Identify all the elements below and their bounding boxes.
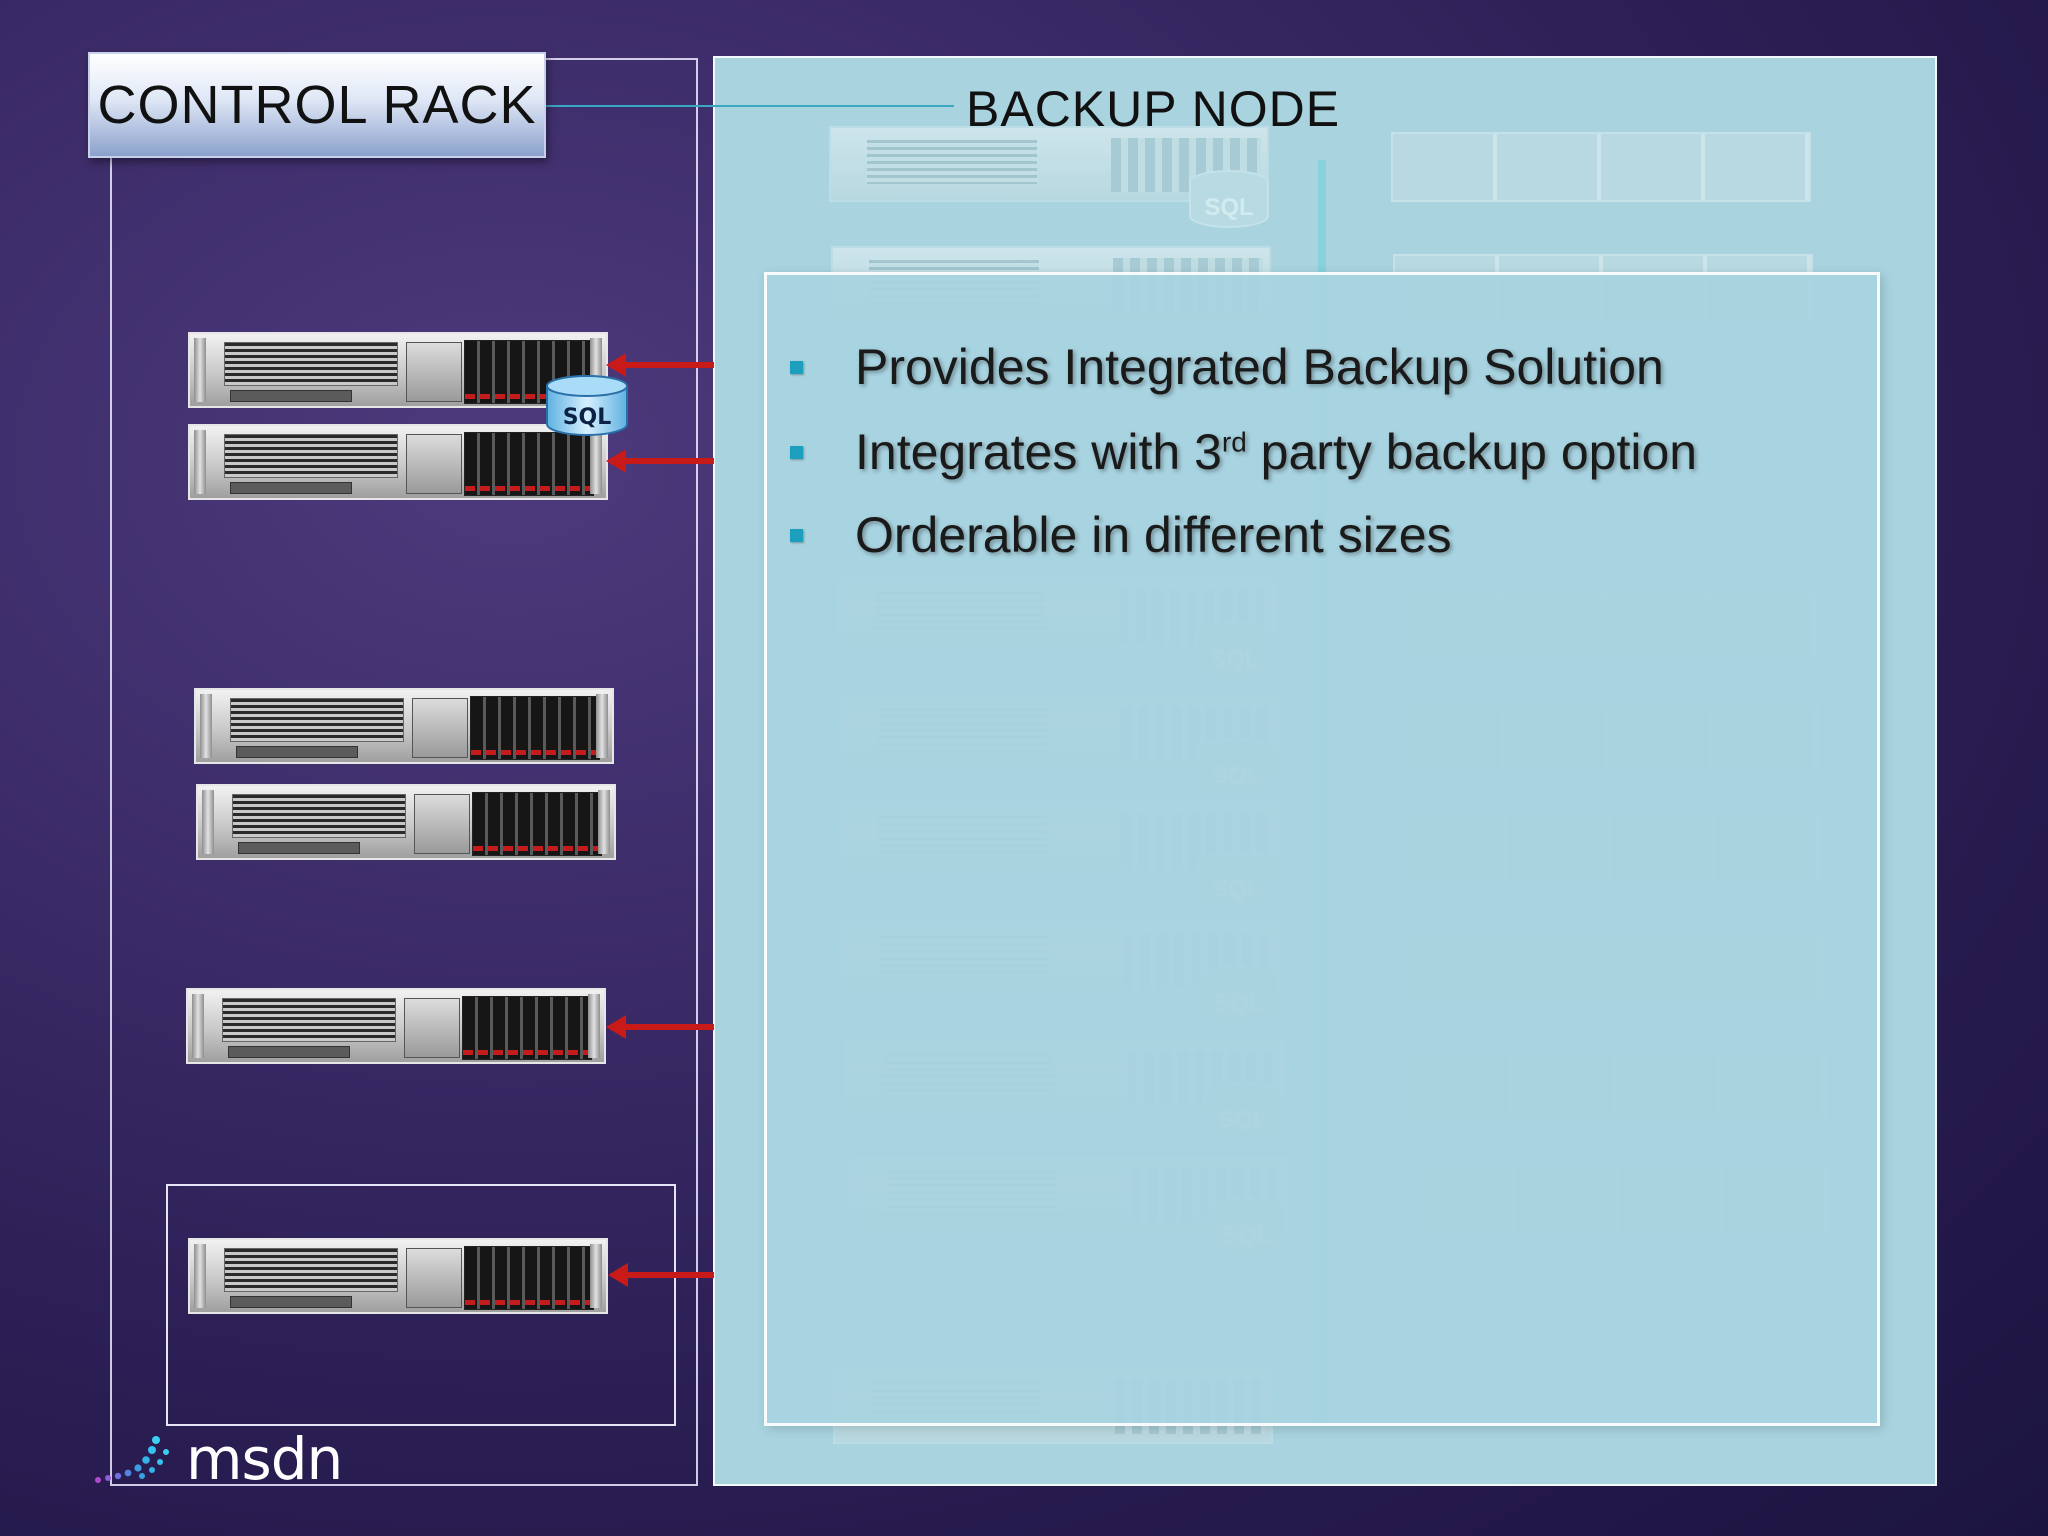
bullet-text-3: Orderable in different sizes xyxy=(855,507,1452,563)
bullet-text-1: Provides Integrated Backup Solution xyxy=(855,339,1664,395)
bullet-square-icon xyxy=(790,360,803,374)
ghost-sql-icon: SQL xyxy=(1189,170,1269,228)
arrow-left-icon xyxy=(606,449,714,473)
server-icon xyxy=(194,688,614,764)
server-icon xyxy=(186,988,606,1064)
sql-database-icon: SQL xyxy=(546,375,628,436)
bullet-item-2: Integrates with 3rd party backup option xyxy=(790,417,1697,487)
server-icon xyxy=(188,1238,608,1314)
arrow-left-icon xyxy=(608,1263,714,1287)
svg-text:SQL: SQL xyxy=(563,405,612,430)
highlighted-backup-server-box xyxy=(166,1184,676,1426)
label-connector-line xyxy=(546,105,954,107)
bullet-square-icon xyxy=(790,528,803,542)
bullet-item-3: Orderable in different sizes xyxy=(790,500,1452,570)
server-icon xyxy=(188,332,608,408)
msdn-logo: msdn xyxy=(86,1418,343,1493)
msdn-logo-icon xyxy=(95,1436,169,1483)
msdn-logo-text: msdn xyxy=(186,1425,343,1493)
bullet-panel xyxy=(764,272,1880,1426)
ghost-storage-array xyxy=(1391,132,1811,202)
control-rack-label: CONTROL RACK xyxy=(88,52,546,158)
arrow-left-icon xyxy=(606,353,714,377)
server-icon xyxy=(196,784,616,860)
backup-node-label: BACKUP NODE xyxy=(966,81,1341,137)
ghost-server xyxy=(829,126,1269,202)
server-icon xyxy=(188,424,608,500)
bullet-item-1: Provides Integrated Backup Solution xyxy=(790,332,1664,402)
arrow-left-icon xyxy=(606,1015,714,1039)
bullet-text-2: Integrates with 3rd party backup option xyxy=(855,424,1698,480)
bullet-square-icon xyxy=(790,445,803,459)
